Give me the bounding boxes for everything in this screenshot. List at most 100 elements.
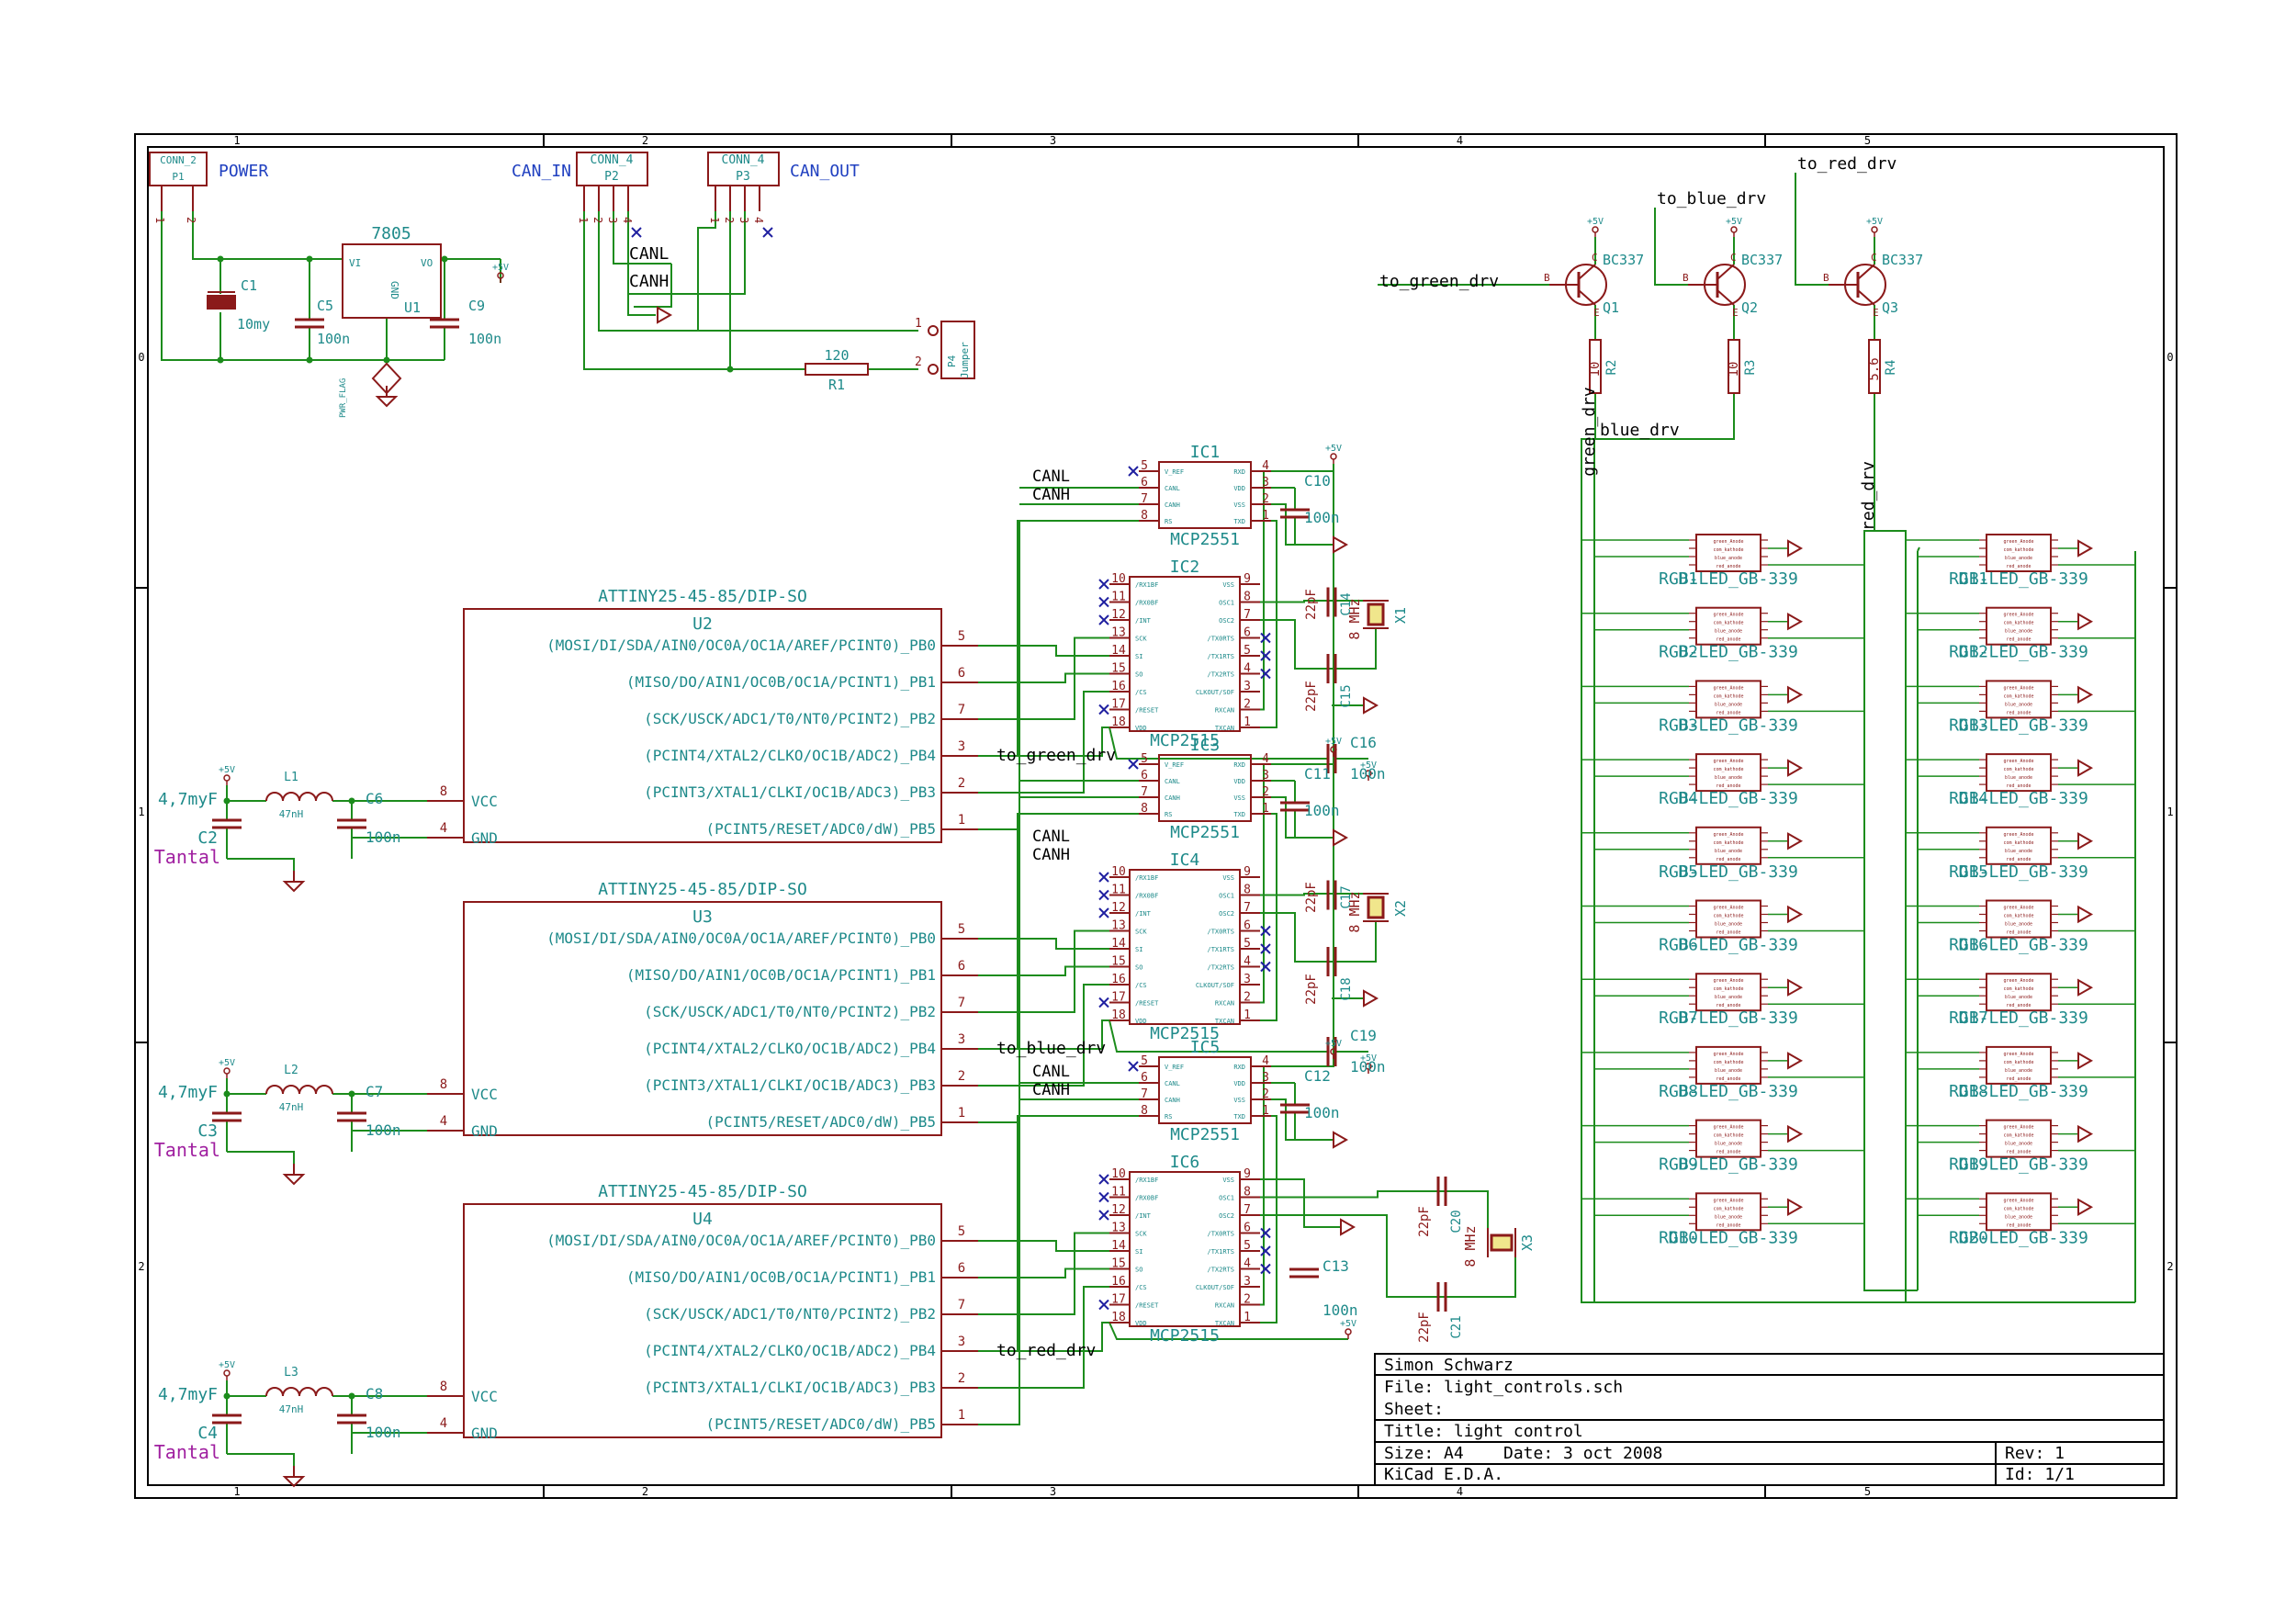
controller-pin-name: /CS: [1135, 982, 1147, 989]
vss-wire: [1271, 1098, 1334, 1141]
title-size: Size: A4: [1384, 1444, 1464, 1463]
transceiver-pin-num: 8: [1141, 802, 1148, 816]
transceiver-pin-name: VSS: [1233, 794, 1245, 802]
mcu-pin-num: 1: [958, 813, 965, 828]
led-d13: [1986, 680, 2052, 719]
no-connect-mark: [1128, 1061, 1139, 1072]
c9-ref: C9: [468, 298, 485, 314]
miso-wire: [978, 1267, 1109, 1278]
no-connect-mark: [1260, 1227, 1271, 1239]
controller-ref: IC2: [1170, 558, 1200, 577]
led-pin-name: green_Anode: [2003, 832, 2033, 838]
transistor-collector: [1716, 264, 1735, 280]
led-ground-flag: [2077, 685, 2094, 704]
transceiver-pin-name: TXD: [1233, 811, 1245, 818]
led-pin-name: blue_anode: [2005, 1214, 2032, 1220]
led-pin-name: com_kathode: [2003, 986, 2033, 992]
column-label: 5: [1864, 134, 1871, 147]
no-connect-mark: [1260, 668, 1271, 680]
red-drv-label: red_drv: [1859, 461, 1878, 531]
mcu-pin-name: (PCINT3/XTAL1/CLKI/OC1B/ADC3)_PB3: [644, 783, 936, 801]
controller-pin-num: 5: [1244, 644, 1251, 658]
controller-pin-name: CLKOUT/SOF: [1196, 982, 1234, 989]
cs-wire: [978, 984, 1109, 1087]
column-label: 2: [642, 134, 648, 147]
controller-pin-num: 4: [1244, 662, 1251, 676]
controller-pin-name: /RESET: [1135, 1302, 1159, 1310]
c1-value: 10my: [237, 316, 270, 332]
controller-pin-name: /TX1RTS: [1207, 653, 1234, 660]
drive-wire: [978, 1019, 1109, 1050]
led-pin-name: com_kathode: [1713, 1206, 1743, 1211]
resistor-value: 10: [1727, 362, 1741, 377]
power-gnd-wire: [161, 211, 445, 361]
no-connect-mark: [1260, 1263, 1271, 1275]
to-blue-drv-wire: [1654, 208, 1688, 286]
led-ref: D7: [1678, 1008, 1698, 1028]
mcu-power-num: 4: [440, 1114, 447, 1129]
led-value: RGB-LED_GB-339: [1659, 715, 1798, 735]
no-connect-mark: [1260, 943, 1271, 954]
led-pin-name: red_anode: [1716, 1003, 1740, 1008]
no-connect-mark: [1260, 650, 1271, 661]
transceiver-pin-num: 3: [1262, 1071, 1269, 1085]
controller-pin-name: TXCAN: [1215, 725, 1234, 732]
transceiver-pin-num: 4: [1262, 459, 1269, 473]
led-d19: [1986, 1119, 2052, 1158]
controller-pin-num: 13: [1111, 919, 1126, 933]
led-ref: D1: [1678, 569, 1698, 589]
led-pin-name: com_kathode: [1713, 840, 1743, 846]
crystal-ref: X2: [1392, 900, 1409, 917]
mcu-pin-num: 1: [958, 1106, 965, 1121]
inductor-l2: [265, 1085, 333, 1095]
transceiver-pin-name: VDD: [1233, 1080, 1245, 1087]
inductor-value: 47nH: [279, 1101, 304, 1113]
can-shield-flag: [657, 306, 673, 324]
p1-value: CONN_2: [160, 154, 197, 166]
controller-ref: IC4: [1170, 850, 1200, 870]
led-pin-name: green_Anode: [2003, 978, 2033, 984]
controller-pin-num: 1: [1244, 1311, 1251, 1324]
crystal-gnd-flag: [1363, 696, 1379, 715]
wire-junction: [217, 255, 224, 263]
transceiver-pin-num: 3: [1262, 769, 1269, 783]
controller-pin-name: SI: [1135, 946, 1142, 953]
led-ref: D8: [1678, 1082, 1698, 1101]
p1-ref: P1: [172, 171, 184, 183]
mcu-u4: [463, 1203, 942, 1438]
mcu-pin-num: 7: [958, 996, 965, 1010]
led-pin-name: red_anode: [1716, 857, 1740, 862]
transceiver-pin-name: RS: [1165, 1113, 1172, 1121]
led-pin-name: green_Anode: [2003, 539, 2033, 545]
led-value: RGB-LED_GB-339: [1659, 1155, 1798, 1175]
rs-wire: [1017, 813, 1139, 1048]
led-value: RGB-LED_GB-339: [1659, 1228, 1798, 1247]
mcu-pin-num: 7: [958, 703, 965, 717]
cap-a-ref: C11: [1304, 765, 1331, 783]
led-pin-name: blue_anode: [1715, 775, 1742, 781]
led-d17: [1986, 973, 2052, 1012]
no-connect-mark: [1098, 596, 1109, 608]
mcu-pin-name: (SCK/USCK/ADC1/T0/NT0/PCINT2)_PB2: [644, 1003, 936, 1020]
resistor-value: 10: [1588, 362, 1603, 377]
no-connect-mark: [1260, 961, 1271, 973]
led-ref: D17: [1958, 1008, 1988, 1028]
led-pin-name: com_kathode: [2003, 547, 2033, 553]
no-connect-mark: [1098, 1210, 1109, 1221]
led-pin-name: blue_anode: [2005, 922, 2032, 928]
osc2-wire: [1260, 1214, 1516, 1298]
green-drv-label: green_drv: [1580, 387, 1599, 477]
transceiver-ic3: [1158, 754, 1252, 822]
u1-value: 7805: [371, 224, 411, 243]
led-pin-name: green_Anode: [1713, 613, 1743, 618]
led-pin-name: com_kathode: [2003, 693, 2033, 699]
led-pin-name: green_Anode: [2003, 906, 2033, 911]
led-value: RGB-LED_GB-339: [1659, 862, 1798, 882]
led-value: RGB-LED_GB-339: [1949, 1008, 2088, 1028]
base-pin-label: B: [1683, 272, 1689, 284]
controller-pin-num: 3: [1244, 680, 1251, 693]
connector-p3: [707, 152, 780, 186]
transistor-value: BC337: [1603, 252, 1644, 268]
p2-pin-num: 2: [591, 217, 604, 223]
inductor-value: 47nH: [279, 1403, 304, 1415]
